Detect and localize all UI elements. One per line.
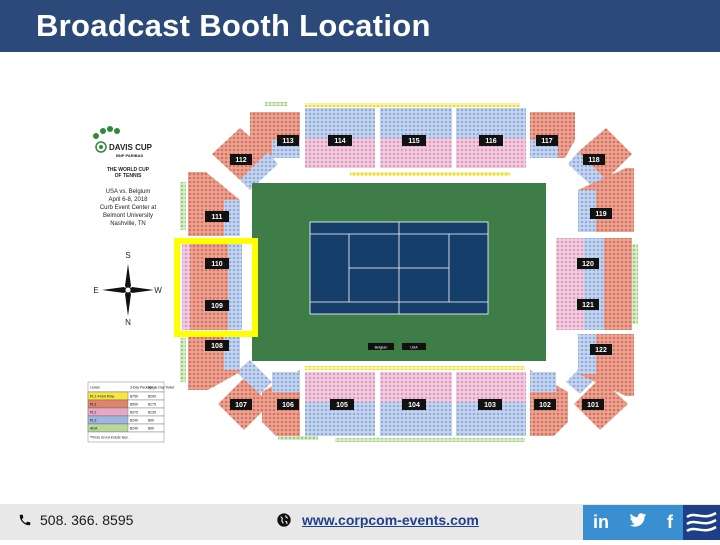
section-label-107: 107 [235, 402, 247, 409]
price-table-cell: $90 [148, 427, 154, 431]
section-label-103: 103 [484, 402, 496, 409]
social-bar: in f [583, 505, 683, 540]
event-matchup: USA vs. Belgium [106, 189, 151, 195]
team-label-left: Belgium [375, 346, 388, 350]
section-label-114: 114 [334, 138, 345, 145]
compass-east: E [93, 286, 98, 295]
section-label-110: 110 [211, 261, 222, 268]
compass-west: W [154, 286, 162, 295]
tagline-1: THE WORLD CUP [107, 167, 150, 173]
event-venue-1: Curb Event Center at [100, 205, 157, 211]
section-label-122: 122 [595, 347, 607, 354]
section-label-106: 106 [282, 402, 294, 409]
tagline-2: OF TENNIS [115, 173, 142, 179]
section-label-104: 104 [408, 402, 420, 409]
price-table-cell: $500 [130, 403, 138, 407]
price-table-cell: ADA [90, 427, 98, 431]
compass: S N E W [93, 251, 162, 327]
compass-south: S [125, 251, 130, 260]
linkedin-icon[interactable]: in [593, 512, 609, 532]
section-labels: 113 114 115 116 117 112 118 111 119 110 … [205, 135, 612, 410]
phone-icon [19, 514, 31, 526]
website-contact: www.corpcom-events.com [276, 512, 479, 528]
price-table-header-cell: 3-Day Package [130, 386, 153, 390]
right-sections [556, 168, 638, 396]
section-label-115: 115 [408, 138, 419, 145]
price-table-cell: $290 [148, 395, 156, 399]
section-label-118: 118 [588, 157, 599, 164]
left-sections [180, 172, 242, 390]
section-label-112: 112 [235, 157, 246, 164]
price-table-cell: $175 [148, 403, 156, 407]
price-table-cell: $375 [130, 411, 138, 415]
tennis-court: Belgium USA [252, 183, 546, 361]
event-venue-2: Belmont University [103, 213, 153, 219]
globe-icon [277, 513, 291, 527]
compass-north: N [125, 318, 131, 327]
price-table-cell: PL2 [90, 411, 96, 415]
section-label-109: 109 [211, 303, 223, 310]
website-link[interactable]: www.corpcom-events.com [302, 512, 479, 528]
event-info: DAVIS CUP BNP PARIBAS THE WORLD CUP OF T… [93, 126, 157, 227]
team-label-right: USA [410, 346, 418, 350]
company-logo [683, 505, 720, 540]
top-sections [250, 102, 575, 176]
davis-cup-logo: DAVIS CUP BNP PARIBAS [93, 126, 153, 158]
slide-title: Broadcast Booth Location [36, 8, 431, 43]
section-label-121: 121 [582, 302, 594, 309]
logo-line-2: BNP PARIBAS [116, 153, 144, 158]
price-table-cell: PL1-Front Row [90, 395, 115, 399]
price-table-note: *Prices do not include fees. [90, 436, 129, 440]
price-table-header-cell: Single Day Ticket [148, 386, 174, 390]
section-label-116: 116 [485, 138, 496, 145]
price-table-cell: $240 [130, 427, 138, 431]
price-table-cell: $750 [130, 395, 138, 399]
phone-number: 508. 366. 8595 [40, 512, 134, 528]
event-dates: April 6-8, 2018 [108, 197, 148, 203]
logo-line-1: DAVIS CUP [109, 143, 153, 152]
section-label-119: 119 [595, 211, 606, 218]
price-table-header-cell: Levels [90, 386, 100, 390]
section-label-101: 101 [587, 402, 599, 409]
phone-contact: 508. 366. 8595 [18, 512, 133, 528]
section-label-108: 108 [211, 343, 223, 350]
seating-map: Belgium USA 113 114 115 116 117 112 118 … [87, 102, 638, 443]
price-table-cell: $240 [130, 419, 138, 423]
section-label-102: 102 [539, 402, 551, 409]
title-bar: Broadcast Booth Location [0, 0, 720, 52]
broadcast-booth-highlight [174, 238, 258, 337]
event-city: Nashville, TN [110, 221, 146, 227]
wave-logo-icon [686, 511, 717, 533]
price-table-cell: $135 [148, 411, 156, 415]
section-label-117: 117 [541, 138, 552, 145]
section-label-111: 111 [212, 214, 223, 221]
twitter-icon[interactable] [629, 512, 647, 533]
price-table-cell: PL3 [90, 419, 96, 423]
facebook-icon[interactable]: f [667, 512, 673, 532]
section-label-105: 105 [336, 402, 348, 409]
section-label-113: 113 [282, 138, 293, 145]
price-table-cell: PL1 [90, 403, 96, 407]
price-table-cell: $90 [148, 419, 154, 423]
section-label-120: 120 [582, 261, 594, 268]
